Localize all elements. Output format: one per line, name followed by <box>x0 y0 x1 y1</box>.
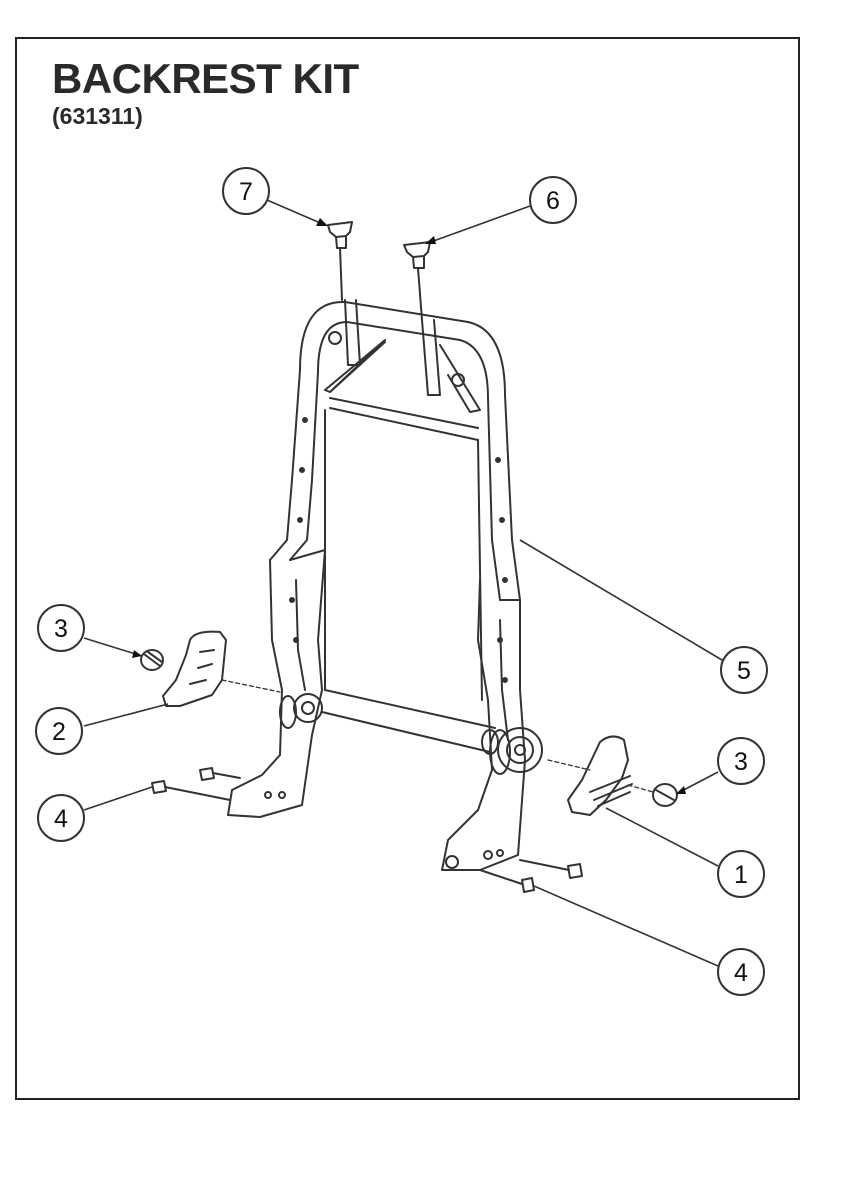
left-recliner-mechanism <box>279 693 323 729</box>
callout-1-label: 1 <box>734 861 748 889</box>
right-recliner-mechanism <box>489 727 543 775</box>
callout-4-left: 4 <box>37 794 85 842</box>
callout-4-right-label: 4 <box>734 959 748 987</box>
callout-4-right: 4 <box>717 948 765 996</box>
part-number: (631311) <box>52 103 143 129</box>
headrest-guide-right <box>403 241 441 396</box>
callout-3-right: 3 <box>717 737 765 785</box>
right-bolts <box>479 859 583 893</box>
callout-7: 7 <box>222 167 270 215</box>
left-recliner-cover <box>162 630 227 707</box>
left-knob <box>140 649 164 671</box>
leader-arrowheads <box>132 218 686 794</box>
callout-2-label: 2 <box>52 718 66 746</box>
callout-5: 5 <box>720 646 768 694</box>
headrest-guide-left <box>327 221 361 366</box>
callout-2: 2 <box>35 707 83 755</box>
left-bolts <box>151 767 241 801</box>
callout-7-label: 7 <box>239 178 253 206</box>
page-title: BACKREST KIT <box>52 55 359 102</box>
leader-lines <box>83 199 723 967</box>
backrest-frame <box>227 300 526 871</box>
callout-1: 1 <box>717 850 765 898</box>
callout-3-left: 3 <box>37 604 85 652</box>
callout-4-left-label: 4 <box>54 805 68 833</box>
right-knob <box>652 783 678 807</box>
callout-6: 6 <box>529 176 577 224</box>
assembly-lines <box>221 679 654 793</box>
callout-3-right-label: 3 <box>734 748 748 776</box>
callout-3-left-label: 3 <box>54 615 68 643</box>
diagram-frame <box>15 37 800 1100</box>
callout-5-label: 5 <box>737 657 751 685</box>
right-recliner-handle <box>567 735 633 816</box>
callout-6-label: 6 <box>546 187 560 215</box>
